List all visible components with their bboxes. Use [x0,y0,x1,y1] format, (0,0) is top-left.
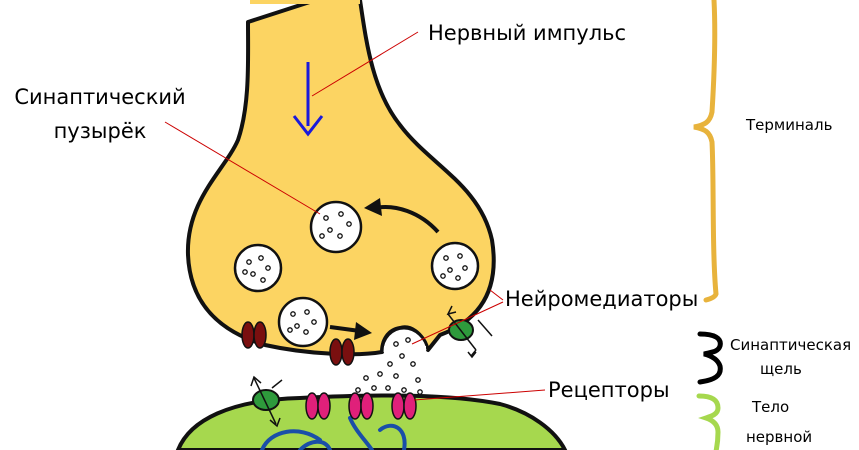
label-terminal: Терминаль [745,116,832,134]
label-synaptic-cleft-line1: Синаптическая [730,336,851,354]
vesicle [430,241,480,291]
brace-terminal-icon [693,0,719,303]
neurotransmitter-molecules [355,337,423,395]
label-synaptic-vesicle-line1: Синаптический [14,85,185,109]
receptor [391,392,417,420]
label-synaptic-cleft-line2: щель [760,360,802,378]
brace-cell-body-icon [696,393,721,450]
release-arrow-icon [329,322,372,340]
label-neurotransmitters: Нейромедиаторы [505,287,698,311]
brace-cleft-icon [697,331,723,385]
postsynaptic-transporter [250,375,283,428]
vesicle [277,296,329,348]
label-nerve-impulse: Нервный импульс [428,21,626,45]
vesicle [309,200,363,254]
receptor [305,392,331,420]
label-synaptic-vesicle-line2: пузырёк [54,119,147,143]
label-cell-body-line2: нервной [746,428,812,446]
receptor [348,392,374,420]
pointer-lines [164,31,546,401]
fusing-vesicle [380,326,430,356]
label-receptors: Рецепторы [548,378,670,402]
impulse-arrow-icon [292,62,324,137]
label-cell-body-line1: Тело [751,398,789,416]
vesicle [233,243,283,293]
reuptake-transporter [446,305,493,359]
ion-channel [241,321,267,349]
recycle-arrow-icon [364,198,440,234]
presynaptic-terminal [185,0,496,357]
ion-channel [329,338,355,366]
postsynaptic-dendrite-lines [260,416,407,450]
